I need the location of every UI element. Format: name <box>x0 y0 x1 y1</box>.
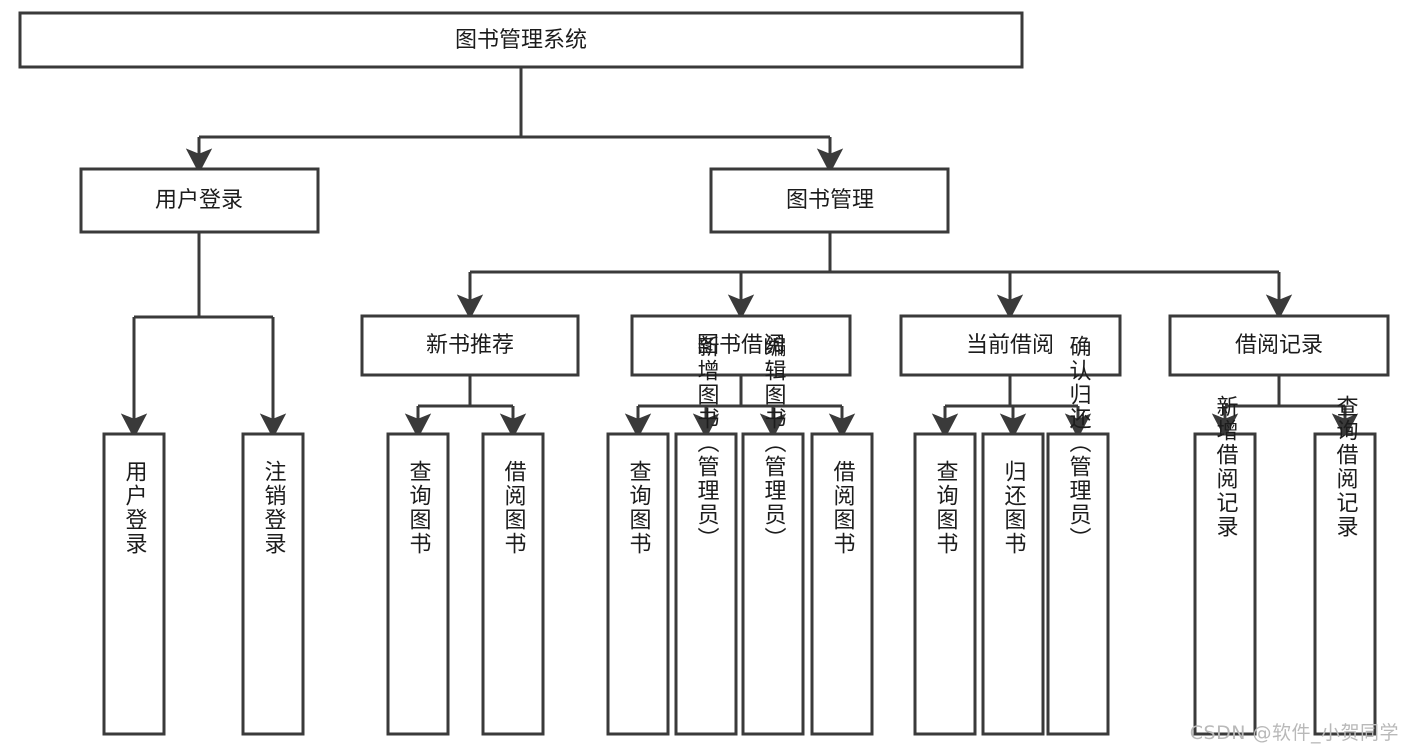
node-user-login[interactable]: 用户登录 <box>79 167 320 234</box>
edge-root-to-level2 <box>185 67 844 174</box>
node-book-borrow[interactable]: 图书借阅 <box>630 314 852 377</box>
node-leaf-query-book-2[interactable]: 查询图书 <box>606 432 670 736</box>
node-leaf-user-login-label: 用户登录 <box>122 460 148 556</box>
node-leaf-query-book-3-label: 查询图书 <box>933 460 959 556</box>
edge-newbook-to-leaves <box>404 375 527 439</box>
node-leaf-add-book[interactable]: 新增图书（管理员） <box>674 335 738 736</box>
node-leaf-return-book[interactable]: 归还图书 <box>981 432 1045 736</box>
node-leaf-add-record-label: 新增借阅记录 <box>1213 395 1239 539</box>
node-current-borrow[interactable]: 当前借阅 <box>899 314 1122 377</box>
node-leaf-query-record-label: 查询借阅记录 <box>1333 395 1359 539</box>
node-borrow-record-label: 借阅记录 <box>1235 333 1323 358</box>
node-leaf-query-book-1[interactable]: 查询图书 <box>386 432 450 736</box>
node-user-login-label: 用户登录 <box>155 188 243 213</box>
edge-currentborrow-to-leaves <box>931 375 1092 439</box>
node-leaf-edit-book[interactable]: 编辑图书（管理员） <box>741 335 805 736</box>
node-leaf-add-book-label: 新增图书（管理员） <box>694 335 720 551</box>
node-root-label: 图书管理系统 <box>455 28 587 53</box>
node-leaf-user-logout-label: 注销登录 <box>261 460 287 556</box>
edge-bookmanage-to-level3 <box>456 232 1293 320</box>
node-leaf-confirm-return-label: 确认归还（管理员） <box>1066 335 1092 551</box>
node-leaf-query-book-3[interactable]: 查询图书 <box>913 432 977 736</box>
node-book-manage-label: 图书管理 <box>786 188 874 213</box>
node-leaf-borrow-book-2[interactable]: 借阅图书 <box>810 432 874 736</box>
node-root[interactable]: 图书管理系统 <box>18 11 1024 69</box>
node-leaf-edit-book-label: 编辑图书（管理员） <box>761 335 787 551</box>
node-leaf-confirm-return[interactable]: 确认归还（管理员） <box>1046 335 1110 736</box>
node-book-borrow-label: 图书借阅 <box>697 333 785 358</box>
node-new-book-recommend[interactable]: 新书推荐 <box>360 314 580 377</box>
node-leaf-user-logout[interactable]: 注销登录 <box>241 432 305 736</box>
node-leaf-query-book-1-label: 查询图书 <box>406 460 432 556</box>
node-leaf-query-record[interactable]: 查询借阅记录 <box>1313 395 1377 736</box>
node-book-manage[interactable]: 图书管理 <box>709 167 950 234</box>
node-leaf-query-book-2-label: 查询图书 <box>626 460 652 556</box>
node-leaf-add-record[interactable]: 新增借阅记录 <box>1193 395 1257 736</box>
edge-borrowrecord-to-leaves <box>1211 375 1359 439</box>
node-borrow-record[interactable]: 借阅记录 <box>1168 314 1390 377</box>
node-new-book-recommend-label: 新书推荐 <box>426 333 514 358</box>
node-leaf-borrow-book-1-label: 借阅图书 <box>501 460 527 556</box>
node-leaf-user-login[interactable]: 用户登录 <box>102 432 166 736</box>
node-leaf-borrow-book-1[interactable]: 借阅图书 <box>481 432 545 736</box>
csdn-watermark: CSDN @软件_小贺同学 <box>1189 722 1399 744</box>
edge-bookborrow-to-leaves <box>624 375 856 439</box>
node-current-borrow-label: 当前借阅 <box>966 333 1054 358</box>
edge-userlogin-to-leaves <box>120 232 287 439</box>
node-leaf-borrow-book-2-label: 借阅图书 <box>830 460 856 556</box>
node-leaf-return-book-label: 归还图书 <box>1001 460 1027 556</box>
